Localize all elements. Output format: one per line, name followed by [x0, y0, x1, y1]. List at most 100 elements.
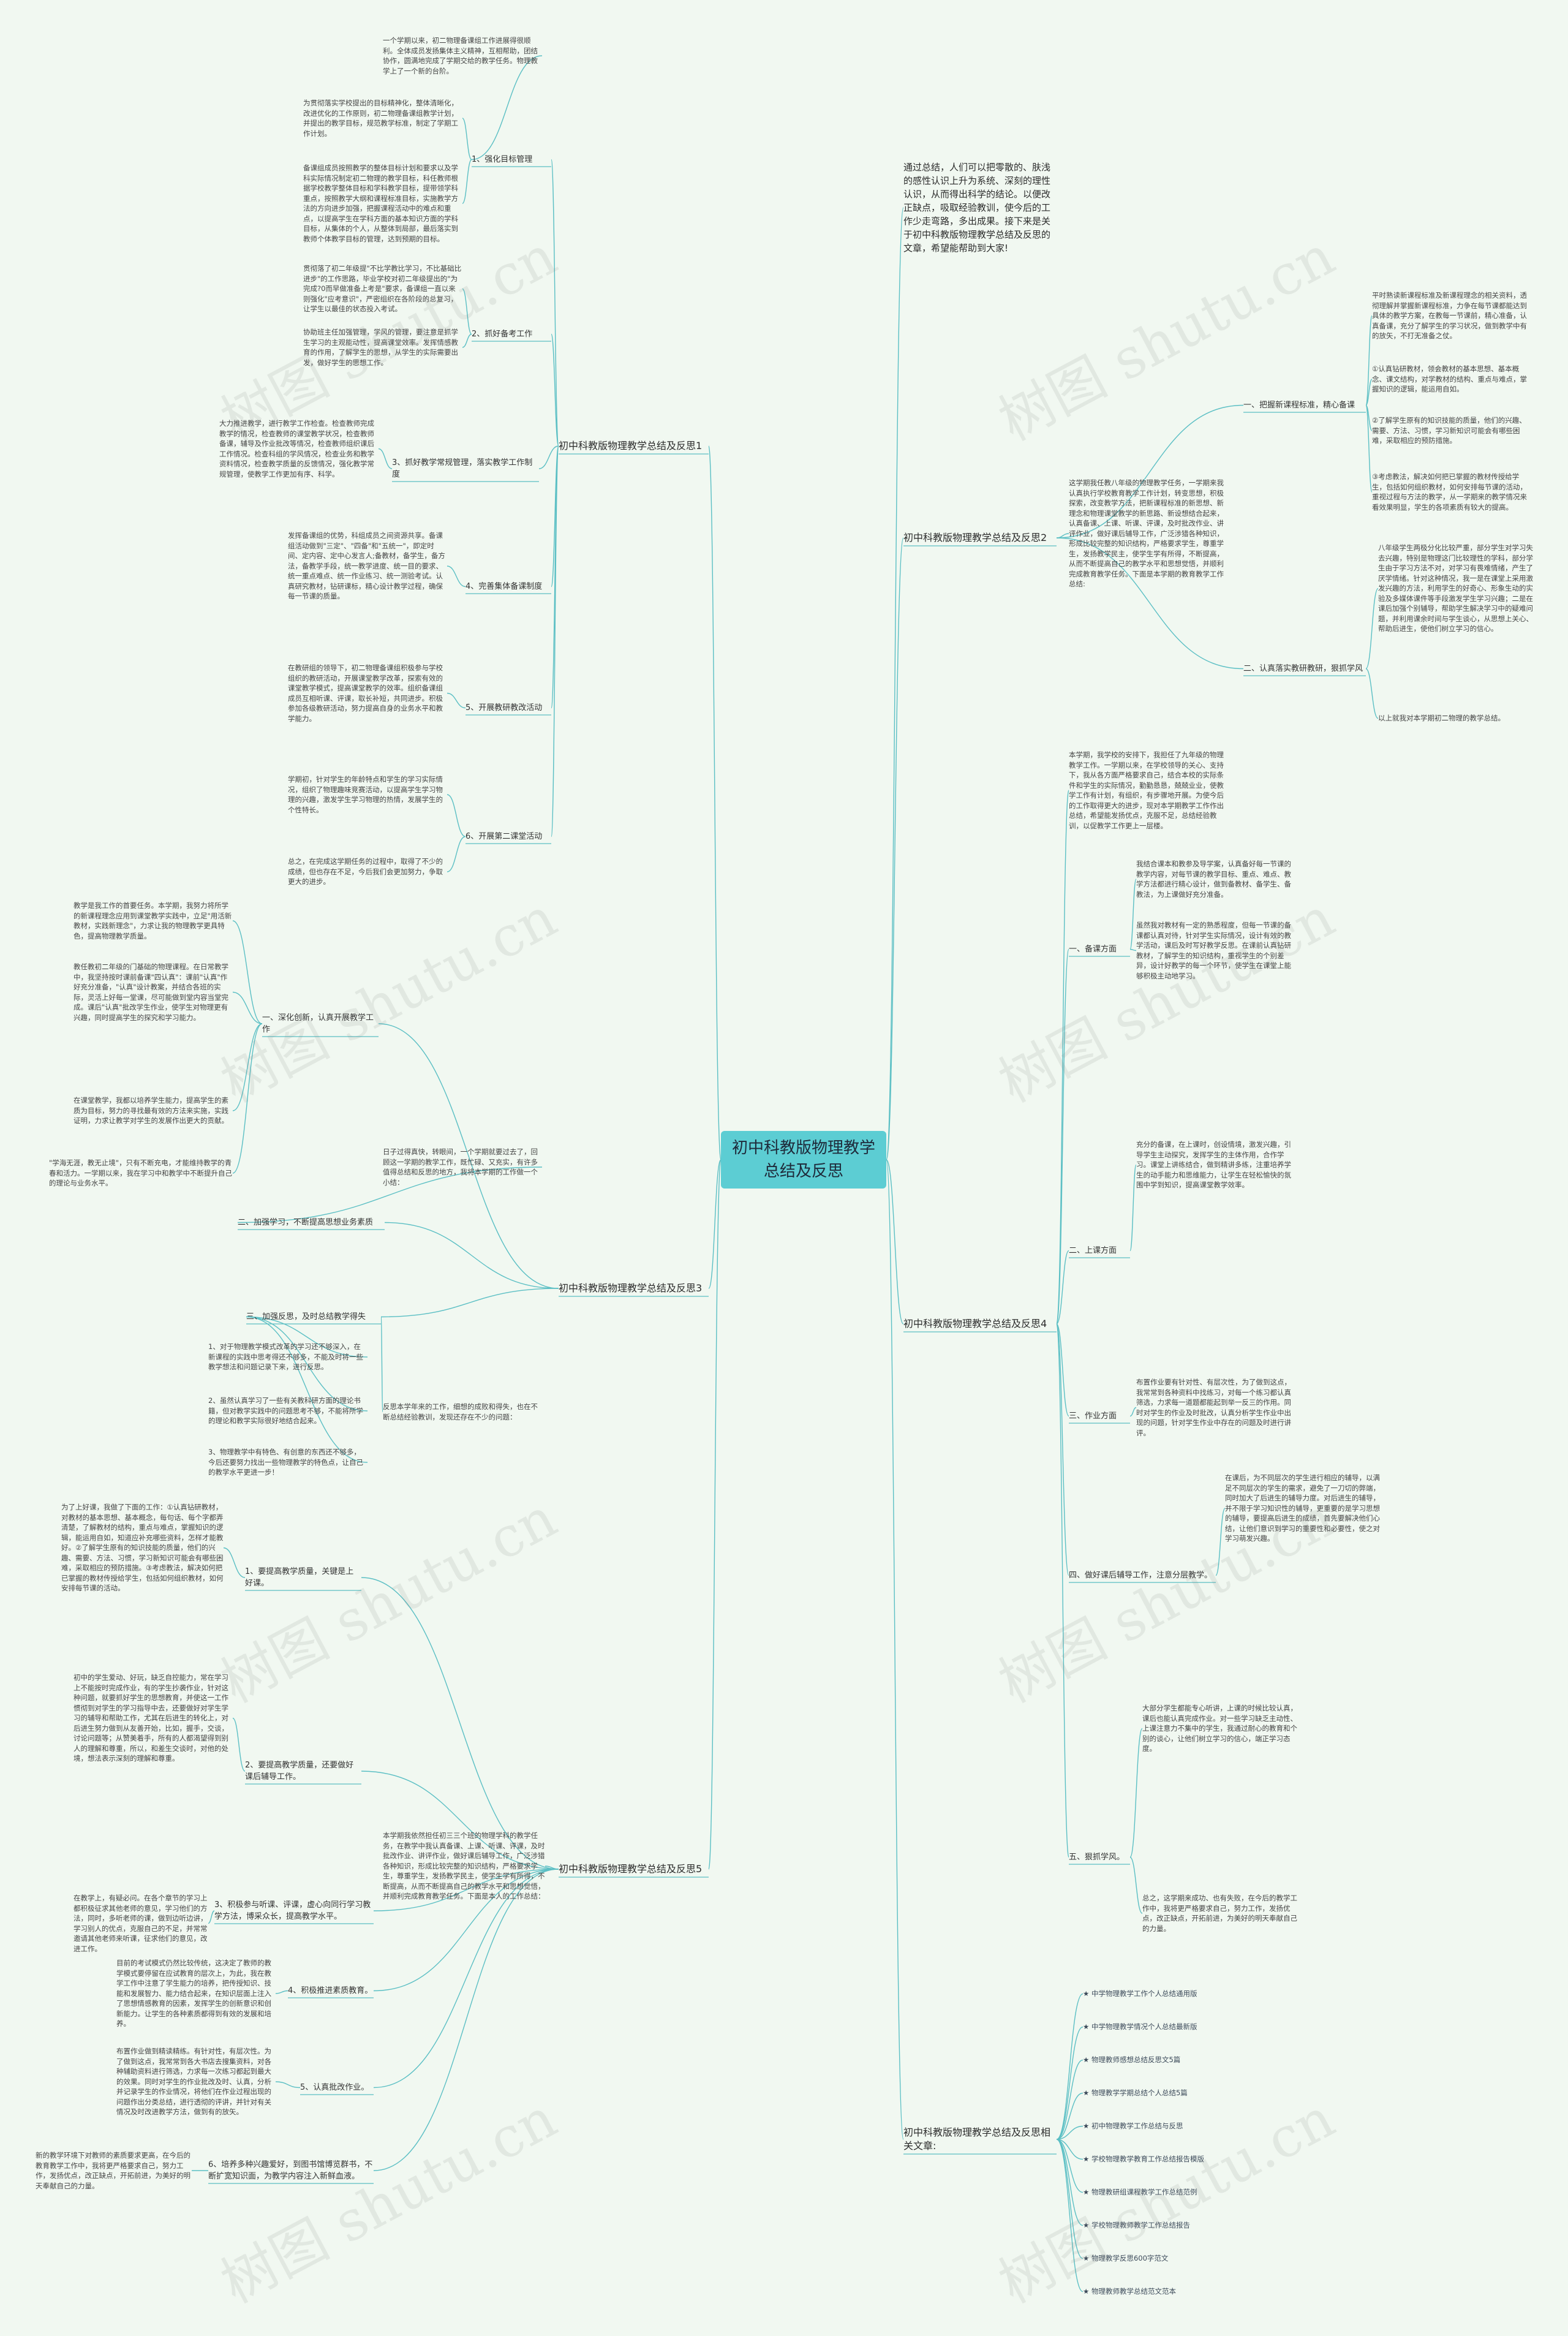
connector [232, 991, 263, 1024]
branch-1-sub-3[interactable]: 3、抓好教学常规管理，落实教学工作制度 [392, 458, 533, 479]
branch-1-sub-1-leaf-3: 备课组成员按照教学的整体目标计划和要求以及学科实际情况制定初二物理的教学目标，科… [303, 164, 458, 243]
related-link[interactable]: ★ 中学物理教学工作个人总结通用版 [1083, 1989, 1197, 1998]
branch-3-sub-3-leaf-3: 3、物理教学中有特色、有创意的东西还不够多，今后还要努力找出一些物理教学的特色点… [208, 1448, 363, 1476]
connector [1056, 2139, 1084, 2193]
connector [373, 1869, 559, 2171]
connector [378, 448, 393, 469]
branch-3-sub-3[interactable]: 三、加强反思，及时总结教学得失 [246, 1312, 366, 1321]
related-link[interactable]: ★ 学校物理教师教学工作总结报告 [1083, 2221, 1190, 2229]
branch-2-sub-1-leaf-2: ①认真钻研教材，领会教材的基本思想、基本概念、课文结构，对学教材的结构、重点与难… [1372, 365, 1527, 393]
related-link[interactable]: ★ 物理教师感想总结反思文5篇 [1083, 2055, 1181, 2064]
connector [462, 333, 472, 348]
connector [380, 1316, 383, 1413]
branch-1-sub-2-leaf-1: 贯彻落了初二年级提"不比学教比学习，不比基础比进步"的工作思路，毕业学校对初二年… [303, 264, 462, 313]
connector [462, 288, 472, 335]
branch-4-desc: 本学期，我学校的安排下，我担任了九年级的物理教学工作。一学期以来，在学校领导的关… [1069, 750, 1224, 830]
related-link[interactable]: ★ 物理教学学期总结个人总结5篇 [1083, 2088, 1188, 2097]
branch-3-sub-1-leaf-4: "学海无涯，教无止境"，只有不断充电，才能维持教学的青春和活力。一学期以来，我在… [49, 1159, 232, 1187]
connector [384, 1222, 559, 1289]
related-link[interactable]: ★ 初中物理教学工作总结与反思 [1083, 2122, 1183, 2130]
branch-4-sub-3[interactable]: 三、作业方面 [1069, 1412, 1117, 1421]
connector [1056, 1323, 1069, 1858]
connector [551, 159, 559, 447]
related-link[interactable]: ★ 物理教师教学总结范文范本 [1083, 2287, 1176, 2296]
branch-4-title[interactable]: 初中科教版物理教学总结及反思4 [903, 1318, 1047, 1329]
branch-2-title[interactable]: 初中科教版物理教学总结及反思2 [903, 532, 1047, 543]
branch-4-sub-2-leaf-1: 充分的备课，在上课时，创设情境，激发兴趣，引导学生主动探究，发挥学生的主体作用，… [1136, 1140, 1291, 1189]
connector [232, 920, 263, 1024]
branch-5-sub-5[interactable]: 5、认真批改作业。 [300, 2083, 369, 2092]
branch-4-sub-4-leaf-1: 在课后，为不同层次的学生进行相应的辅导，以满足不同层次的学生的需求，避免了一刀切… [1225, 1473, 1380, 1543]
connector [1129, 1164, 1137, 1252]
branch-2-sub-1[interactable]: 一、把握新课程标准，精心备课 [1243, 401, 1355, 410]
branch-4-sub-5[interactable]: 五、狠抓学风。 [1069, 1853, 1125, 1862]
connector [551, 445, 559, 837]
connector [447, 692, 466, 709]
connector [1129, 1407, 1137, 1417]
branch-1-sub-2[interactable]: 2、抓好备考工作 [472, 330, 533, 339]
branch-5-sub-2[interactable]: 2、要提高教学质量，还要做好课后辅导工作。 [245, 1761, 354, 1782]
branch-3-sub-2[interactable]: 二、加强学习，不断提高思想业务素质 [238, 1218, 374, 1227]
branch-5-title[interactable]: 初中科教版物理教学总结及反思5 [559, 1863, 703, 1875]
branch-1-sub-1[interactable]: 1、强化目标管理 [472, 155, 533, 164]
branch-1-sub-5[interactable]: 5、开展教研教改活动 [466, 703, 543, 713]
branch-1-title[interactable]: 初中科教版物理教学总结及反思1 [559, 440, 703, 452]
connector [246, 1316, 368, 1358]
connector [1056, 537, 1244, 670]
branch-6-title[interactable]: 初中科教版物理教学总结及反思相关文章: [903, 2126, 1051, 2152]
connector [1056, 1250, 1069, 1325]
branch-5-sub-4[interactable]: 4、积极推进素质教育。 [288, 1986, 373, 1995]
connector [223, 1547, 246, 1578]
connector [886, 1159, 904, 1325]
connector [232, 1023, 263, 1111]
branch-2-sub-2[interactable]: 二、认真落实教研教研，狠抓学风 [1243, 664, 1363, 673]
connector [708, 445, 722, 1160]
branch-2-sub-1-leaf-3: ②了解学生原有的知识技能的质量，他们的兴趣、需要、方法、习惯，学习新知识可能会有… [1372, 416, 1526, 445]
branch-3-title[interactable]: 初中科教版物理教学总结及反思3 [559, 1282, 703, 1294]
branch-4-sub-2[interactable]: 二、上课方面 [1069, 1246, 1117, 1255]
branch-4-sub-5-leaf-1: 大部分学生都能专心听讲，上课的时候比较认真，课后也能认真完成作业。对一些学习缺乏… [1142, 1704, 1297, 1753]
connector [1056, 2139, 1084, 2160]
connector [373, 1869, 559, 1992]
branch-3-sub-1-leaf-2: 教任教初二年级的门基础的物理课程。在日常教学中，我坚持按时课前备课"四认真"：课… [74, 962, 228, 1022]
branch-1-sub-6[interactable]: 6、开展第二课堂活动 [466, 832, 543, 841]
root-topic[interactable]: 初中科教版物理教学总结及反思 [721, 1131, 886, 1189]
connector [361, 1577, 559, 1870]
connector [1056, 1993, 1084, 2140]
branch-1-sub-4[interactable]: 4、完善集体备课制度 [466, 582, 543, 591]
related-link[interactable]: ★ 物理教研组课程教学工作总结范例 [1083, 2188, 1197, 2196]
connector [886, 1159, 904, 2140]
connector [232, 1717, 246, 1772]
related-link[interactable]: ★ 物理教学反思600字范文 [1083, 2254, 1169, 2262]
branch-3-sub-1[interactable]: 一、深化创新，认真开展教学工作 [262, 1013, 374, 1034]
branch-1-sub-1-leaf-2: 为贯彻落实学校提出的目标精神化，整体清晰化，改进优化的工作原则，初二物理备课组教… [303, 99, 458, 138]
branch-5-sub-3[interactable]: 3、积极参与听课、评课，虚心向同行学习教学方法，博采众长，提高教学水平。 [214, 1900, 371, 1921]
branch-2-sub-2-leaf-1: 八年级学生两极分化比较严重，部分学生对学习失去兴趣，特别是物理这门比较理性的学科… [1378, 543, 1533, 633]
connector [1056, 1323, 1069, 1417]
connector [1056, 2139, 1084, 2259]
intro-text: 通过总结，人们可以把零散的、肤浅的感性认识上升为系统、深刻的理性认识，从而得出科… [903, 162, 1051, 254]
connector [447, 565, 466, 588]
branch-5-sub-5-leaf-1: 布置作业做到精读精练。有针对性，有层次性。为了做到这点，我常常到各大书店去搜集资… [116, 2047, 271, 2116]
connector [1056, 2139, 1084, 2293]
branch-4-sub-4[interactable]: 四、做好课后辅导工作，注意分层教学。 [1069, 1571, 1213, 1580]
connector [1129, 879, 1137, 950]
connector [1365, 315, 1373, 406]
branch-2-sub-1-leaf-1: 平时熟读新课程标准及新课程理念的相关资料，透彻理解并掌握新课程标准，力争在每节课… [1372, 291, 1527, 340]
branch-1-sub-4-leaf-1: 发挥备课组的优势，科组成员之间资源共享。备课组活动做到"三定"、"四备"和"五统… [288, 531, 445, 600]
related-link[interactable]: ★ 中学物理教学情况个人总结最新版 [1083, 2022, 1197, 2031]
connector [208, 1910, 215, 1924]
connector [237, 1166, 543, 1223]
related-link[interactable]: ★ 学校物理教学教育工作总结报告模版 [1083, 2155, 1204, 2163]
connector [1215, 1508, 1226, 1576]
branch-5-sub-1[interactable]: 1、要提高教学质量，关键是上好课。 [245, 1567, 354, 1588]
connector [1365, 668, 1379, 719]
connector [886, 537, 904, 1160]
connector [447, 836, 466, 872]
branch-1-sub-2-leaf-2: 协助班主任加强管理，学风的管理，要注意是抓学生学习的主观能动性，提高课堂效率。发… [303, 328, 458, 367]
branch-3-sub-3-leaf-2: 2、虽然认真学习了一些有关教科研方面的理论书籍，但对教学实践中的问题思考不够，不… [208, 1396, 363, 1425]
connector [551, 333, 559, 447]
branch-4-sub-1[interactable]: 一、备课方面 [1069, 945, 1117, 954]
branch-5-sub-6[interactable]: 6、培养多种兴趣爱好，到图书馆博览群书，不断扩宽知识面，为教学内容注入新鲜血液。 [208, 2160, 373, 2181]
